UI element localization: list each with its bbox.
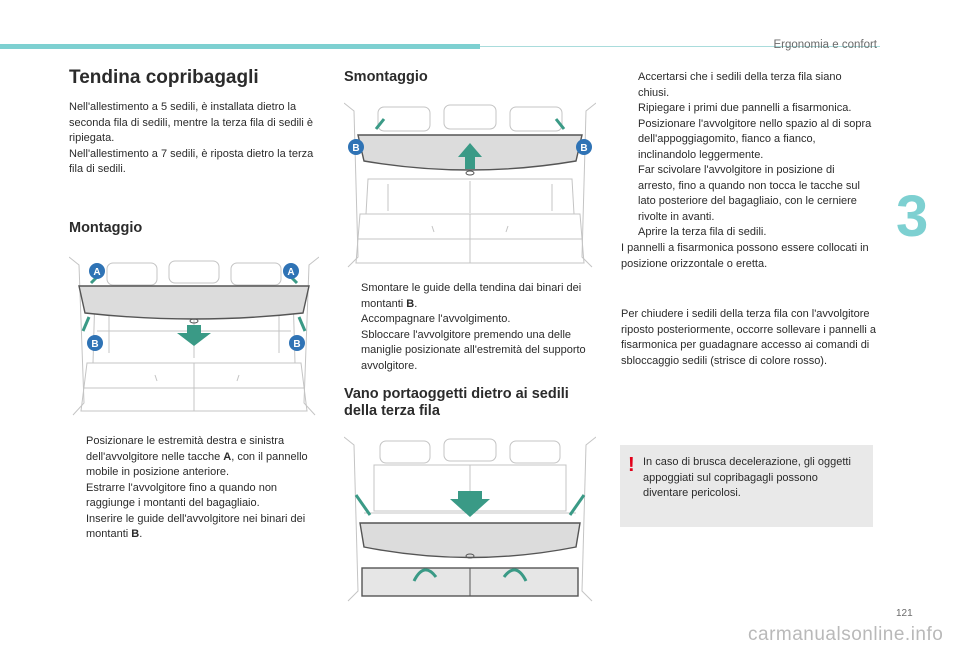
label-a-right: A [287,267,294,278]
list-item: Ripiegare i primi due pannelli a fisarmo… [638,102,852,114]
warning-text: In caso di brusca decelerazione, gli ogg… [643,456,851,499]
note-fisarmonica: I pannelli a fisarmonica possono essere … [621,242,869,270]
page-title: Tendina copribagagli [69,67,259,88]
header-rule [480,46,880,47]
rotate-arrow-icon [412,568,438,582]
label-a-left-badge [89,263,105,279]
label-b-right: B [580,143,587,154]
list-item: Far scivolare l'avvolgitore in posizione… [638,164,860,223]
label-b-left: B [91,339,98,350]
warning-icon: ! [628,454,635,476]
section-title: Ergonomia e confort [773,39,877,51]
header-accent-bar [0,44,480,49]
page-number: 121 [896,608,913,619]
chapter-tab-number: 3 [896,184,929,249]
montaggio-heading: Montaggio [69,220,143,236]
arrow-icon [568,494,586,516]
arrow-icon [297,316,307,332]
label-b-right-badge [289,335,305,351]
smontaggio-heading: Smontaggio [344,69,428,85]
intro-paragraph-1: Nell'allestimento a 5 sedili, è installa… [69,101,313,144]
intro-text: Nell'allestimento a 5 sedili, è installa… [69,100,319,178]
label-b-left-badge [87,335,103,351]
list-item: Aprire la terza fila di sedili. [638,226,767,238]
montaggio-steps: Posizionare le estremità destra e sinist… [69,434,319,543]
arrow-up-icon [458,143,482,169]
watermark-text: carmanualsonline.info [748,624,944,645]
label-b-left-badge [348,139,364,155]
arrow-icon [374,118,386,130]
list-item: Accompagnare l'avvolgimento. [361,313,511,325]
list-item: Estrarre l'avvolgitore fino a quando non… [86,481,278,510]
arrow-down-icon [450,491,490,517]
label-a-left: A [93,267,100,278]
figure-smontaggio: B B [343,99,597,271]
arrow-icon [354,494,372,516]
smontaggio-steps: Smontare le guide della tendina dai bina… [344,281,596,374]
vano-heading: Vano portaoggetti dietro ai sedili della… [344,386,569,419]
arrow-icon [554,118,566,130]
vano-steps: Accertarsi che i sedili della terza fila… [621,70,874,241]
arrow-down-icon [177,325,211,346]
arrow-icon [81,316,91,332]
warning-box: ! In caso di brusca decelerazione, gli o… [620,445,873,527]
list-item: Inserire le guide dell'avvolgitore nei b… [86,512,306,541]
figure-montaggio: A A B B [68,253,320,420]
label-b-left: B [352,143,359,154]
trunk-illustration-montaggio: A A B B [68,256,320,416]
trunk-illustration-vano [343,436,597,602]
list-item: Posizionare le estremità destra e sinist… [86,435,308,478]
label-a-right-badge [283,263,299,279]
list-item: Accertarsi che i sedili della terza fila… [638,71,842,99]
intro-paragraph-2: Nell'allestimento a 7 sedili, è riposta … [69,147,314,176]
label-b-right: B [293,339,300,350]
label-b-right-badge [576,139,592,155]
list-item: Smontare le guide della tendina dai bina… [361,282,582,310]
figure-vano-portaoggetti [343,433,597,604]
list-item: Posizionare l'avvolgitore nello spazio a… [638,117,872,161]
list-item: Sbloccare l'avvolgitore premendo una del… [361,328,586,372]
rotate-arrow-icon [502,568,528,582]
note-chiusura-sedili: Per chiudere i sedili della terza fila c… [621,308,876,367]
trunk-illustration-smontaggio: B B [343,102,597,268]
